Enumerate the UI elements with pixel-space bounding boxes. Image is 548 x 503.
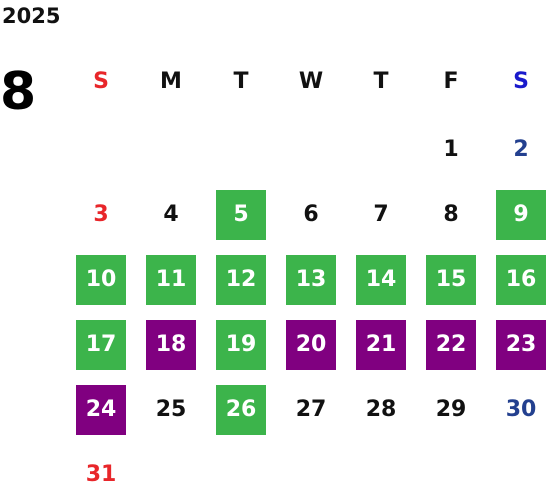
day-cell-3[interactable]: 3: [93, 202, 109, 227]
day-cell-8[interactable]: 8: [443, 202, 459, 227]
day-cell-4[interactable]: 4: [163, 202, 179, 227]
weekday-header-saturday: S: [513, 69, 529, 94]
day-cell-9[interactable]: 9: [496, 190, 546, 240]
day-cell-7[interactable]: 7: [373, 202, 389, 227]
day-cell-31[interactable]: 31: [85, 462, 117, 487]
day-cell-21[interactable]: 21: [356, 320, 406, 370]
weekday-header-tuesday: T: [233, 69, 249, 94]
day-cell-15[interactable]: 15: [426, 255, 476, 305]
day-cell-14[interactable]: 14: [356, 255, 406, 305]
day-cell-1[interactable]: 1: [443, 137, 459, 162]
weekday-header-thursday: T: [373, 69, 389, 94]
day-cell-2[interactable]: 2: [513, 137, 529, 162]
day-cell-16[interactable]: 16: [496, 255, 546, 305]
day-cell-13[interactable]: 13: [286, 255, 336, 305]
day-cell-25[interactable]: 25: [155, 397, 187, 422]
weekday-header-friday: F: [443, 69, 459, 94]
day-cell-28[interactable]: 28: [365, 397, 397, 422]
day-cell-24[interactable]: 24: [76, 385, 126, 435]
year-label: 2025: [2, 4, 61, 28]
day-cell-19[interactable]: 19: [216, 320, 266, 370]
weekday-header-wednesday: W: [298, 69, 324, 94]
day-cell-10[interactable]: 10: [76, 255, 126, 305]
day-cell-5[interactable]: 5: [216, 190, 266, 240]
day-cell-20[interactable]: 20: [286, 320, 336, 370]
weekday-header-sunday: S: [93, 69, 109, 94]
day-cell-23[interactable]: 23: [496, 320, 546, 370]
day-cell-11[interactable]: 11: [146, 255, 196, 305]
day-cell-12[interactable]: 12: [216, 255, 266, 305]
day-cell-29[interactable]: 29: [435, 397, 467, 422]
day-cell-17[interactable]: 17: [76, 320, 126, 370]
day-cell-27[interactable]: 27: [295, 397, 327, 422]
day-cell-22[interactable]: 22: [426, 320, 476, 370]
weekday-header-monday: M: [160, 69, 182, 94]
month-label: 8: [0, 62, 37, 122]
day-cell-18[interactable]: 18: [146, 320, 196, 370]
day-cell-26[interactable]: 26: [216, 385, 266, 435]
day-cell-30[interactable]: 30: [505, 397, 537, 422]
day-cell-6[interactable]: 6: [303, 202, 319, 227]
